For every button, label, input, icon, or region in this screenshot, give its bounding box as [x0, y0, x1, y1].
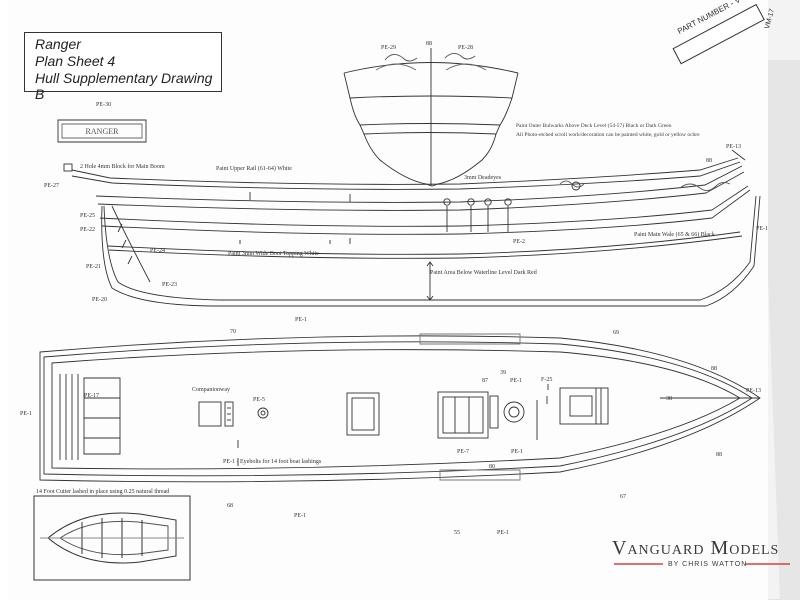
- cutter-inset: [33, 495, 191, 581]
- title-ship-name: Ranger: [35, 36, 81, 52]
- brand-name: Vanguard Models: [612, 537, 780, 559]
- label-f25: F-25: [541, 377, 553, 383]
- label-pe13-deck: PE-13: [746, 388, 761, 394]
- label-pe21: PE-21: [86, 264, 101, 270]
- label-pe5: PE-5: [253, 397, 265, 403]
- label-55: 55: [454, 530, 460, 536]
- label-pe2: PE-2: [513, 239, 525, 245]
- label-38: 38: [666, 396, 672, 402]
- label-deadeyes: 3mm Deadeyes: [464, 175, 502, 181]
- label-68: 68: [227, 503, 233, 509]
- label-pe7: PE-7: [457, 449, 469, 455]
- label-pe1-top: PE-1: [295, 317, 307, 323]
- label-70: 70: [230, 329, 236, 335]
- label-pe1-bottom1: PE-1: [294, 513, 306, 519]
- label-pe29: PE-29: [381, 45, 396, 51]
- name-board: RANGER: [57, 119, 147, 143]
- label-pe20: PE-20: [92, 297, 107, 303]
- label-outer-bulwarks: Paint Outer Bulwarks Above Deck Level (5…: [516, 123, 672, 129]
- label-67: 67: [620, 494, 626, 500]
- svg-text:RANGER: RANGER: [86, 127, 120, 136]
- title-sheet-number: Plan Sheet 4: [35, 53, 116, 69]
- label-pe30: PE-30: [96, 102, 111, 108]
- label-39: 39: [500, 370, 506, 376]
- label-88-deck1: 88: [711, 366, 717, 372]
- label-pe22: PE-22: [80, 227, 95, 233]
- label-pe25: PE-25: [80, 213, 95, 219]
- title-drawing-name: Hull Supplementary Drawing B: [35, 70, 213, 102]
- title-block: Ranger Plan Sheet 4 Hull Supplementary D…: [24, 32, 222, 102]
- deck-plan: [39, 333, 761, 483]
- label-pe24: PE-24: [150, 248, 165, 254]
- label-boot-topping: Paint 3mm Wide Boot Topping White: [228, 251, 319, 257]
- label-88-top: 88: [426, 41, 432, 47]
- hull-profile: [63, 149, 761, 307]
- label-cutter: 14 Foot Cutter lashed in place using 0.2…: [36, 489, 170, 495]
- label-pe28: PE-28: [458, 45, 473, 51]
- label-pe1-stern: PE-1: [20, 411, 32, 417]
- label-pe1-side: PE-1: [756, 226, 768, 232]
- label-below-waterline: Paint Area Below Waterline Level Dark Re…: [430, 270, 537, 276]
- label-pe27: PE-27: [44, 183, 59, 189]
- label-pe1-mid: PE-1: [510, 378, 522, 384]
- label-pe1-mid2: PE-1: [511, 449, 523, 455]
- label-69: 69: [613, 330, 619, 336]
- label-88-deck2: 88: [716, 452, 722, 458]
- label-photo-etched: All Photo-etched scroll work/decoration …: [516, 132, 700, 138]
- label-87: 87: [482, 378, 488, 384]
- label-80: 80: [489, 464, 495, 470]
- label-88-bow: 88: [706, 158, 712, 164]
- label-eyebolts: PE-1 - Eyebolts for 14 foot boat lashing…: [223, 459, 322, 465]
- label-pe17: PE-17: [84, 393, 99, 399]
- brand-byline: BY CHRIS WATTON: [668, 561, 748, 568]
- label-pe23: PE-23: [162, 282, 177, 288]
- label-upper-rail: Paint Upper Rail (61-64) White: [216, 166, 292, 172]
- label-pe1-bottom2: PE-1: [497, 530, 509, 536]
- label-main-wale: Paint Main Wale (65 & 66) Black: [634, 232, 715, 238]
- part-number-box: [672, 3, 765, 65]
- label-pe13-bow: PE-13: [726, 144, 741, 150]
- label-boom-block: 2 Hole 4mm Block for Main Boom: [80, 164, 165, 170]
- transom-view: [343, 48, 519, 187]
- label-companionway: Companionway: [192, 387, 230, 393]
